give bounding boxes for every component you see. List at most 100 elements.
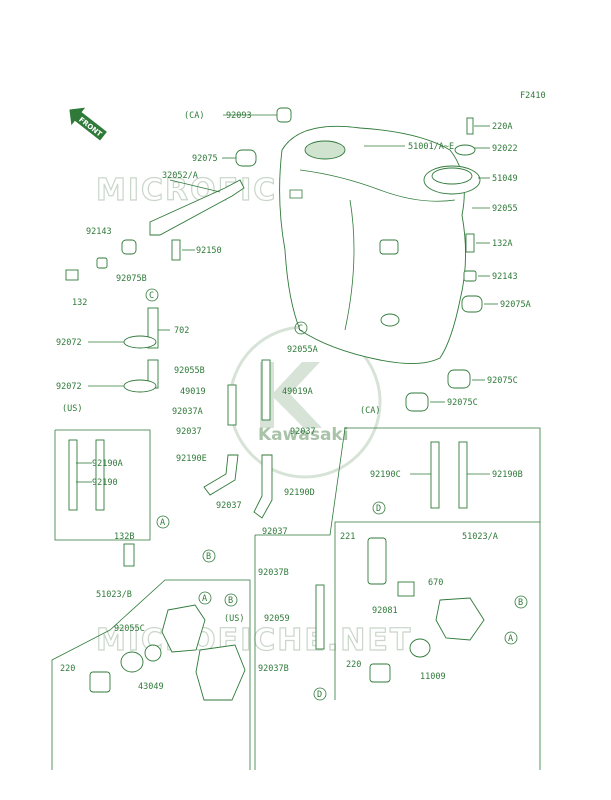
label-132b: 132B xyxy=(114,532,134,542)
label-43049: 43049 xyxy=(138,682,164,692)
label-92143-right: 92143 xyxy=(492,272,518,282)
tube-49019a xyxy=(261,359,271,421)
tube-92190-us xyxy=(68,439,78,511)
label-92081: 92081 xyxy=(372,606,398,616)
label-670: 670 xyxy=(428,578,443,588)
label-92072-b: 92072 xyxy=(56,382,82,392)
label-92055: 92055 xyxy=(492,204,518,214)
part-92075b xyxy=(121,239,137,255)
tube-92059 xyxy=(315,584,325,650)
part-92143-left xyxy=(96,257,108,269)
bracket-32052 xyxy=(149,179,245,236)
part-92075c-2 xyxy=(405,392,429,412)
label-ca-top: (CA) xyxy=(184,111,204,121)
label-220-left: 220 xyxy=(60,664,75,674)
label-92190c: 92190C xyxy=(370,470,401,480)
label-a-right: A xyxy=(508,634,513,644)
label-b-mid: B xyxy=(206,552,211,562)
label-b-right: B xyxy=(518,598,523,608)
label-92037b-1: 92037B xyxy=(258,568,289,578)
label-221: 221 xyxy=(340,532,355,542)
label-132: 132 xyxy=(72,298,87,308)
clamp-92072-b xyxy=(123,379,157,393)
label-92075: 92075 xyxy=(192,154,218,164)
part-92143-right xyxy=(463,270,477,282)
label-92037-lower: 92037 xyxy=(262,527,288,537)
label-49019: 49019 xyxy=(180,387,206,397)
part-92093 xyxy=(276,107,292,123)
label-32052: 32052/A xyxy=(162,171,198,181)
label-92059: 92059 xyxy=(264,614,290,624)
hose-702 xyxy=(147,307,159,349)
bolt-132b xyxy=(123,543,135,567)
label-a-mid: A xyxy=(160,518,165,528)
label-92190b: 92190B xyxy=(492,470,523,480)
label-d-bottom: D xyxy=(317,690,322,700)
label-c-top: C xyxy=(149,291,154,301)
label-b-low: B xyxy=(228,596,233,606)
label-51049: 51049 xyxy=(492,174,518,184)
label-92055a: 92055A xyxy=(287,345,318,355)
filler-cap xyxy=(423,144,481,195)
label-92022: 92022 xyxy=(492,144,518,154)
label-702: 702 xyxy=(174,326,189,336)
label-us-left: (US) xyxy=(62,404,82,414)
label-92075c-1: 92075C xyxy=(487,376,518,386)
label-92190d: 92190D xyxy=(284,488,315,498)
label-92093: 92093 xyxy=(226,111,252,121)
label-92037a: 92037A xyxy=(172,407,203,417)
hose-92190d xyxy=(253,454,273,519)
callout-circles xyxy=(145,288,528,701)
part-92075c-1 xyxy=(447,369,471,389)
clamp-92072-a xyxy=(123,335,157,349)
label-92075a: 92075A xyxy=(500,300,531,310)
label-220a: 220A xyxy=(492,122,512,132)
label-92055c: 92055C xyxy=(114,624,145,634)
label-51023b: 51023/B xyxy=(96,590,132,600)
label-ca-mid: (CA) xyxy=(360,406,380,416)
fuel-cock-left xyxy=(89,604,246,701)
bolt-132a xyxy=(465,233,475,253)
fuel-cock-right xyxy=(367,537,485,683)
tube-92190b xyxy=(458,441,468,509)
label-92075b-left: 92075B xyxy=(116,274,147,284)
front-arrow-icon: FRONT xyxy=(69,107,107,141)
bolt-220a xyxy=(466,117,474,135)
label-51023a: 51023/A xyxy=(462,532,498,542)
part-92075 xyxy=(235,149,257,167)
label-11009: 11009 xyxy=(420,672,446,682)
bolt-92150 xyxy=(171,239,181,261)
leader-lines xyxy=(76,114,498,483)
hose-92190e xyxy=(203,454,239,496)
label-220-right: 220 xyxy=(346,660,361,670)
label-92055b: 92055B xyxy=(174,366,205,376)
label-92072-a: 92072 xyxy=(56,338,82,348)
label-a-low: A xyxy=(202,594,207,604)
label-92190e: 92190E xyxy=(176,454,207,464)
label-92190: 92190 xyxy=(92,478,118,488)
part-92075a xyxy=(461,295,483,313)
label-92037-left: 92037 xyxy=(176,427,202,437)
tube-92190c xyxy=(430,441,440,509)
label-us-low: (US) xyxy=(224,614,244,624)
group-box-lines xyxy=(51,427,541,770)
label-132a: 132A xyxy=(492,239,512,249)
fuel-tank xyxy=(279,125,466,364)
label-92037-mid: 92037 xyxy=(216,501,242,511)
label-c-mid: C xyxy=(298,324,303,334)
label-92037b-2: 92037B xyxy=(258,664,289,674)
label-d-top: D xyxy=(376,504,381,514)
tube-92190a xyxy=(95,439,105,511)
tube-49019 xyxy=(227,384,237,426)
part-labels: (CA) 92093 92075 32052/A 92143 92075B 92… xyxy=(56,111,531,700)
figure-code: F2410 xyxy=(520,91,546,101)
label-49019a: 49019A xyxy=(282,387,313,397)
label-92150: 92150 xyxy=(196,246,222,256)
logo-text: Kawasaki xyxy=(258,425,349,445)
label-92075c-2: 92075C xyxy=(447,398,478,408)
label-92143-left: 92143 xyxy=(86,227,112,237)
label-51001: 51001/A~E xyxy=(408,142,454,152)
label-92190a: 92190A xyxy=(92,459,123,469)
label-92037-right: 92037 xyxy=(290,427,316,437)
